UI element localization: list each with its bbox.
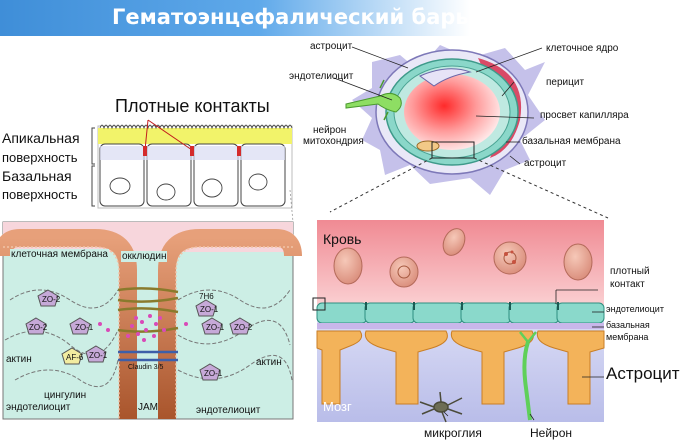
label-cingulin: цингулин	[44, 390, 87, 401]
label-mitochondria: митохондрия	[303, 136, 364, 147]
label-basal-2: мембрана	[606, 332, 649, 342]
label-astrocyte-bottom-panel: Астроцит	[606, 364, 680, 383]
label-basal-1: Базальная	[2, 168, 72, 184]
protein-zo1-c: ZO-1	[200, 305, 219, 314]
tight-junction-panel	[91, 119, 293, 209]
label-astrocyte-top: астроцит	[310, 41, 353, 52]
label-blood: Кровь	[323, 231, 362, 247]
label-claudin: Claudin 3/5	[128, 364, 164, 371]
label-tight-2: контакт	[610, 279, 645, 290]
label-apical-2: поверхность	[2, 150, 78, 165]
protein-zo2-a: ZO-2	[42, 295, 61, 304]
mitochondrion	[416, 140, 440, 152]
label-basal-membrane-top: базальная мембрана	[522, 136, 621, 147]
label-actin-right: актин	[256, 357, 282, 368]
label-basal-2: поверхность	[2, 187, 78, 202]
protein-zo2-b: ZO-2	[29, 323, 48, 332]
capillary-cross-section	[329, 45, 609, 219]
label-pericyte: перицит	[546, 77, 585, 88]
label-apical-1: Апикальная	[2, 130, 80, 146]
label-neuron-top: нейрон	[313, 125, 347, 136]
label-jam: JAM	[138, 402, 158, 413]
protein-af6: AF-6	[66, 353, 84, 362]
label-endothelial-right: эндотелиоцит	[196, 405, 261, 416]
label-basal-1: базальная	[606, 320, 650, 330]
label-tight-1: плотный	[610, 266, 650, 277]
protein-zo1-d: ZO-1	[206, 323, 225, 332]
barrier-panel	[312, 220, 605, 423]
label-actin-left: актин	[6, 354, 32, 365]
label-brain: Мозг	[323, 399, 352, 414]
label-occludin: окклюдин	[121, 251, 168, 262]
label-lumen: просвет капилляра	[540, 110, 629, 121]
protein-zo1-b: ZO-1	[89, 351, 108, 360]
microglia-cell	[419, 391, 463, 423]
capillary-lumen	[404, 74, 500, 150]
label-cell-membrane: клеточная мембрана	[10, 249, 109, 260]
label-endothelial-left: эндотелиоцит	[6, 402, 71, 413]
label-astrocyte-bottom: астроцит	[524, 158, 567, 169]
label-microglia: микроглия	[424, 426, 482, 440]
neuron-fiber	[522, 341, 532, 421]
page-title: Гематоэнцефалический барьер	[112, 5, 498, 29]
tight-junction-heading: Плотные контакты	[115, 96, 270, 116]
label-endothelial-bottom: эндотелиоцит	[606, 304, 664, 314]
label-endothelial-top: эндотелиоцит	[289, 71, 354, 82]
protein-zo2-c: ZO-2	[234, 323, 253, 332]
protein-zo1-e: ZO-1	[204, 369, 223, 378]
protein-zo1-a: ZO-1	[75, 323, 94, 332]
label-nucleus: клеточное ядро	[546, 43, 619, 54]
protein-7h6: 7H6	[199, 292, 214, 301]
zoom-box	[431, 141, 475, 159]
label-neuron-bottom: Нейрон	[530, 426, 573, 440]
title-banner	[0, 0, 470, 36]
